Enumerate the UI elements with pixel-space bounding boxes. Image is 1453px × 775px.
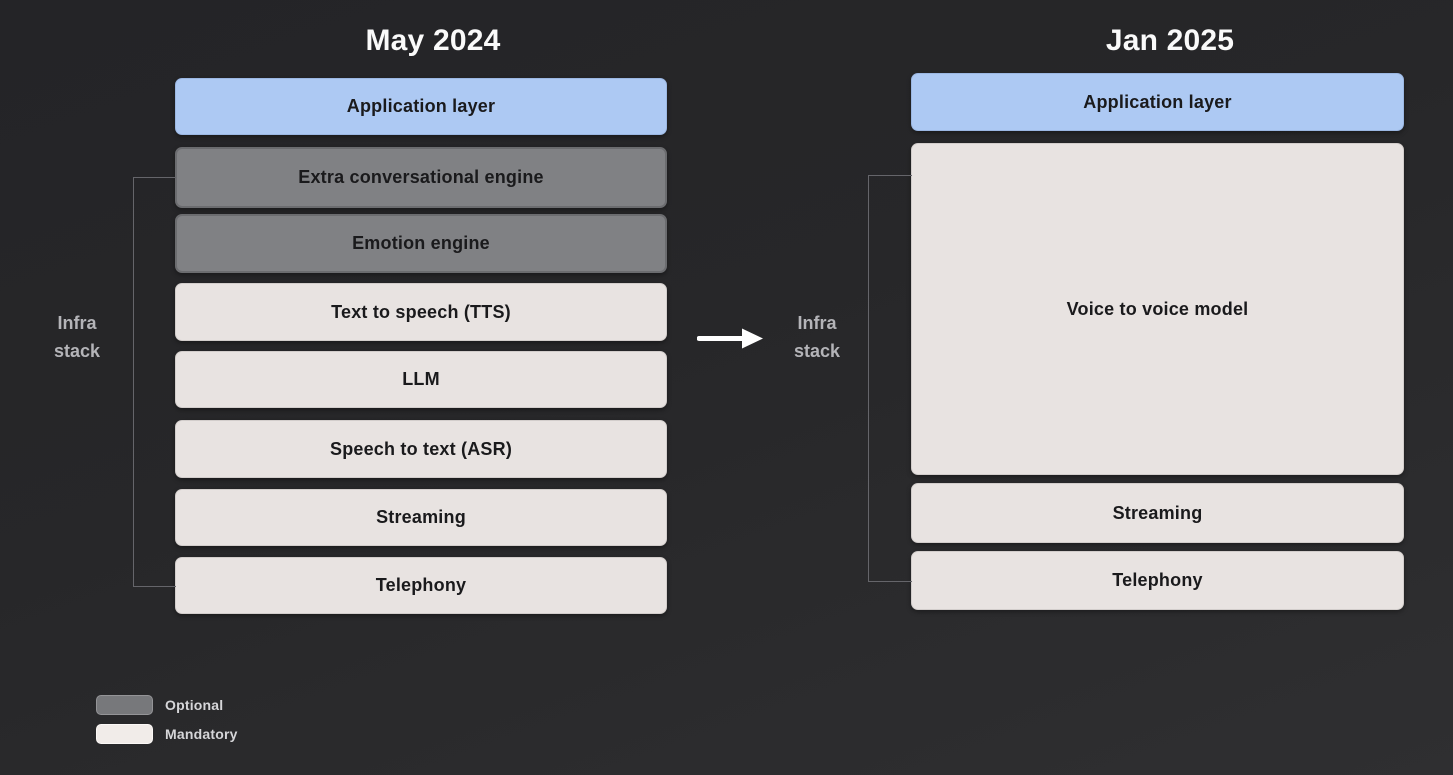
stack-box-application-layer-left: Application layer <box>175 78 667 135</box>
legend-swatch-optional <box>96 695 153 715</box>
box-label: Telephony <box>375 575 467 595</box>
box-label: Streaming <box>376 507 466 527</box>
legend-swatch-mandatory <box>96 724 153 744</box>
box-label: Extra conversational engine <box>298 167 544 187</box>
box-label: Application layer <box>346 96 496 116</box>
stack-box-telephony-left: Telephony <box>175 557 667 614</box>
infra-bracket-right <box>868 175 912 582</box>
box-label: Streaming <box>1112 502 1203 523</box>
legend-row-mandatory: Mandatory <box>96 724 238 744</box>
stack-box-emotion-engine: Emotion engine <box>175 214 667 273</box>
box-label: Emotion engine <box>352 233 490 253</box>
legend-label-mandatory: Mandatory <box>165 726 238 742</box>
box-label: Application layer <box>1083 91 1232 112</box>
box-label: LLM <box>402 369 440 389</box>
stack-box-llm: LLM <box>175 351 667 408</box>
stack-box-text-to-speech: Text to speech (TTS) <box>175 283 667 341</box>
title-jan-2025: Jan 2025 <box>1105 24 1235 57</box>
stack-box-speech-to-text: Speech to text (ASR) <box>175 420 667 478</box>
legend-row-optional: Optional <box>96 695 238 715</box>
stack-box-streaming-right: Streaming <box>911 483 1404 543</box>
legend-label-optional: Optional <box>165 697 224 713</box>
stack-box-voice-to-voice-model: Voice to voice model <box>911 143 1404 475</box>
box-label: Speech to text (ASR) <box>329 438 513 459</box>
legend: Optional Mandatory <box>96 695 238 753</box>
box-label: Text to speech (TTS) <box>331 301 511 322</box>
box-label: Telephony <box>1112 570 1203 590</box>
stack-box-extra-conversational-engine: Extra conversational engine <box>175 147 667 208</box>
infra-stack-label-left: Infra stack <box>53 313 101 361</box>
infra-bracket-left <box>133 177 176 587</box>
stack-box-streaming-left: Streaming <box>175 489 667 546</box>
box-label: Voice to voice model <box>1066 298 1249 319</box>
stack-box-telephony-right: Telephony <box>911 551 1404 610</box>
arrow-right-icon <box>696 327 765 350</box>
title-may-2024: May 2024 <box>365 24 501 57</box>
infra-stack-label-right: Infra stack <box>793 313 841 361</box>
stack-box-application-layer-right: Application layer <box>911 73 1404 131</box>
